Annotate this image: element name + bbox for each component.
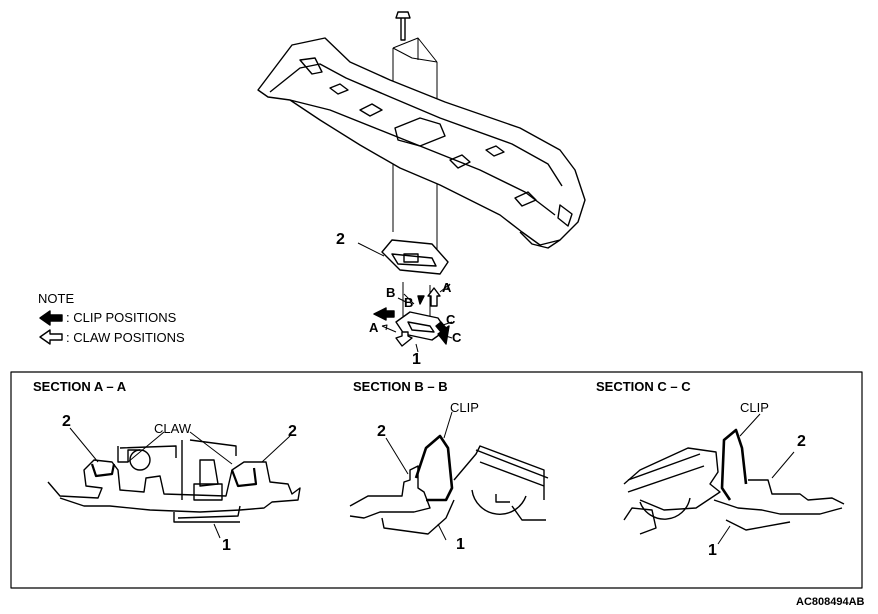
section-a-drawing — [47, 427, 301, 539]
section-c-num-2: 2 — [797, 433, 806, 450]
note-claw-icon — [39, 329, 63, 345]
bolt-icon — [395, 11, 411, 41]
projection-lines — [392, 37, 438, 330]
section-a-num-2-left: 2 — [62, 413, 71, 430]
arrow-label-c-2: C — [452, 330, 462, 345]
arrow-label-c-1: C — [446, 312, 456, 327]
bezel-part — [357, 239, 449, 275]
arrow-label-b-left: B — [386, 285, 396, 300]
section-c-drawing — [623, 413, 845, 545]
sections-frame — [10, 371, 863, 589]
section-a-num-1: 1 — [222, 537, 231, 554]
section-b-title: SECTION B – B — [353, 379, 448, 394]
section-a-claw-label: CLAW — [154, 421, 192, 436]
arrow-label-a-left: A — [369, 320, 379, 335]
section-b-num-1: 1 — [456, 536, 465, 553]
note-clip-text: : CLIP POSITIONS — [66, 310, 177, 325]
section-a-num-2-right: 2 — [288, 423, 297, 440]
arrow-label-a-right: A — [442, 280, 452, 295]
figure-code: AC808494AB — [796, 596, 865, 608]
callout-2-top: 2 — [336, 231, 345, 248]
note-claw-text: : CLAW POSITIONS — [66, 330, 185, 345]
section-c-title: SECTION C – C — [596, 379, 691, 394]
section-c-clip-label: CLIP — [740, 400, 769, 415]
callout-1-top: 1 — [412, 351, 421, 368]
arrow-label-b-prime: B — [404, 295, 414, 310]
note-title: NOTE — [38, 291, 75, 306]
headliner-panel — [257, 37, 586, 249]
section-b-num-2: 2 — [377, 423, 386, 440]
section-b-clip-label: CLIP — [450, 400, 479, 415]
note-clip-icon — [39, 310, 63, 326]
clip-arrow-icon — [373, 295, 450, 345]
section-b-drawing — [349, 411, 549, 541]
section-arrows — [381, 283, 453, 339]
section-c-num-1: 1 — [708, 542, 717, 559]
claw-arrow-icon — [395, 287, 441, 347]
section-a-title: SECTION A – A — [33, 379, 127, 394]
